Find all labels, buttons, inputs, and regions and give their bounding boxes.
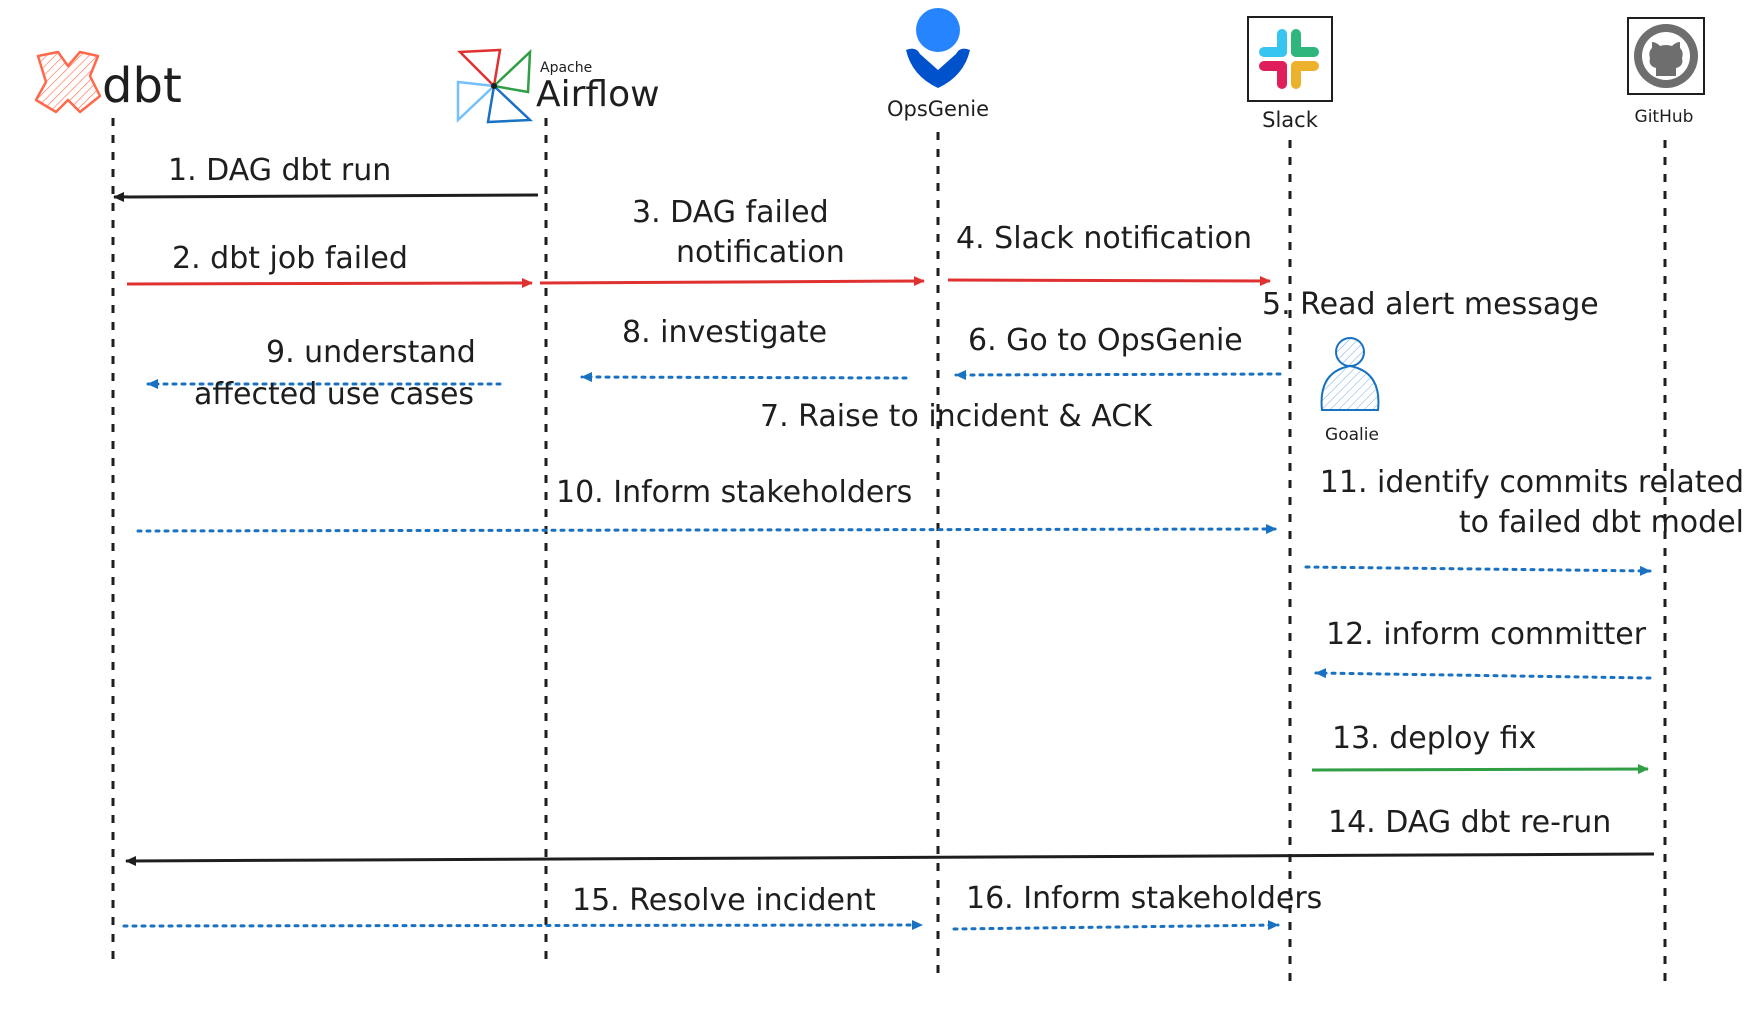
airflow-pinwheel-icon xyxy=(456,48,533,124)
label-step-7: 7. Raise to incident & ACK xyxy=(760,399,1153,434)
opsgenie-logo-icon xyxy=(906,8,970,88)
arrow-step-10 xyxy=(136,524,1278,535)
arrow-step-11 xyxy=(1304,565,1652,576)
label-step-14: 14. DAG dbt re-run xyxy=(1328,805,1611,840)
participant-opsgenie: OpsGenie xyxy=(887,8,989,121)
arrow-step-14 xyxy=(125,852,1655,866)
airflow-name: Airflow xyxy=(536,74,660,115)
label-step-6: 6. Go to OpsGenie xyxy=(968,323,1243,358)
label-step-1: 1. DAG dbt run xyxy=(168,153,391,188)
github-logo-icon xyxy=(1634,24,1698,88)
label-step-8: 8. investigate xyxy=(622,315,827,350)
dbt-logo-icon xyxy=(34,50,102,114)
participant-github: GitHub xyxy=(1627,17,1705,127)
opsgenie-name: OpsGenie xyxy=(887,97,989,121)
label-step-5: 5. Read alert message xyxy=(1262,287,1599,322)
label-step-13: 13. deploy fix xyxy=(1332,721,1536,756)
participant-slack: Slack xyxy=(1247,16,1333,132)
arrow-step-3 xyxy=(539,276,925,287)
dbt-name: dbt xyxy=(102,58,182,114)
label-step-15: 15. Resolve incident xyxy=(572,883,876,918)
label-step-10: 10. Inform stakeholders xyxy=(556,475,912,510)
goalie-name: Goalie xyxy=(1325,425,1379,445)
label-step-3-line2: notification xyxy=(676,235,845,270)
slack-logo-frame xyxy=(1247,16,1333,102)
arrow-step-12 xyxy=(1314,668,1652,680)
arrow-step-13 xyxy=(1311,764,1649,775)
label-step-12: 12. inform committer xyxy=(1326,617,1647,652)
arrow-step-15 xyxy=(122,920,924,931)
label-step-11-line2: to failed dbt model xyxy=(1459,505,1744,540)
label-step-9-line1: 9. understand xyxy=(266,335,476,370)
slack-logo-icon xyxy=(1259,29,1319,89)
lifelines xyxy=(111,118,1667,990)
label-step-3-line1: 3. DAG failed xyxy=(632,195,829,230)
arrow-step-2 xyxy=(126,278,533,289)
person-icon xyxy=(1320,337,1380,411)
arrow-step-8 xyxy=(580,372,908,383)
participant-dbt: dbt xyxy=(34,50,182,114)
arrow-step-6 xyxy=(954,369,1282,380)
arrow-step-4 xyxy=(947,275,1271,286)
slack-name: Slack xyxy=(1262,108,1319,132)
arrow-step-1 xyxy=(113,191,539,202)
label-step-4: 4. Slack notification xyxy=(956,221,1252,256)
label-step-2: 2. dbt job failed xyxy=(172,241,408,276)
github-name: GitHub xyxy=(1635,107,1694,127)
label-step-9-line2: affected use cases xyxy=(194,377,474,412)
label-step-11-line1: 11. identify commits related xyxy=(1320,465,1744,500)
participant-airflow: Apache Airflow xyxy=(456,48,660,124)
airflow-prefix: Apache xyxy=(540,60,592,76)
label-step-16: 16. Inform stakeholders xyxy=(966,881,1322,916)
participant-goalie: Goalie xyxy=(1320,337,1380,445)
arrow-step-16 xyxy=(952,920,1280,931)
